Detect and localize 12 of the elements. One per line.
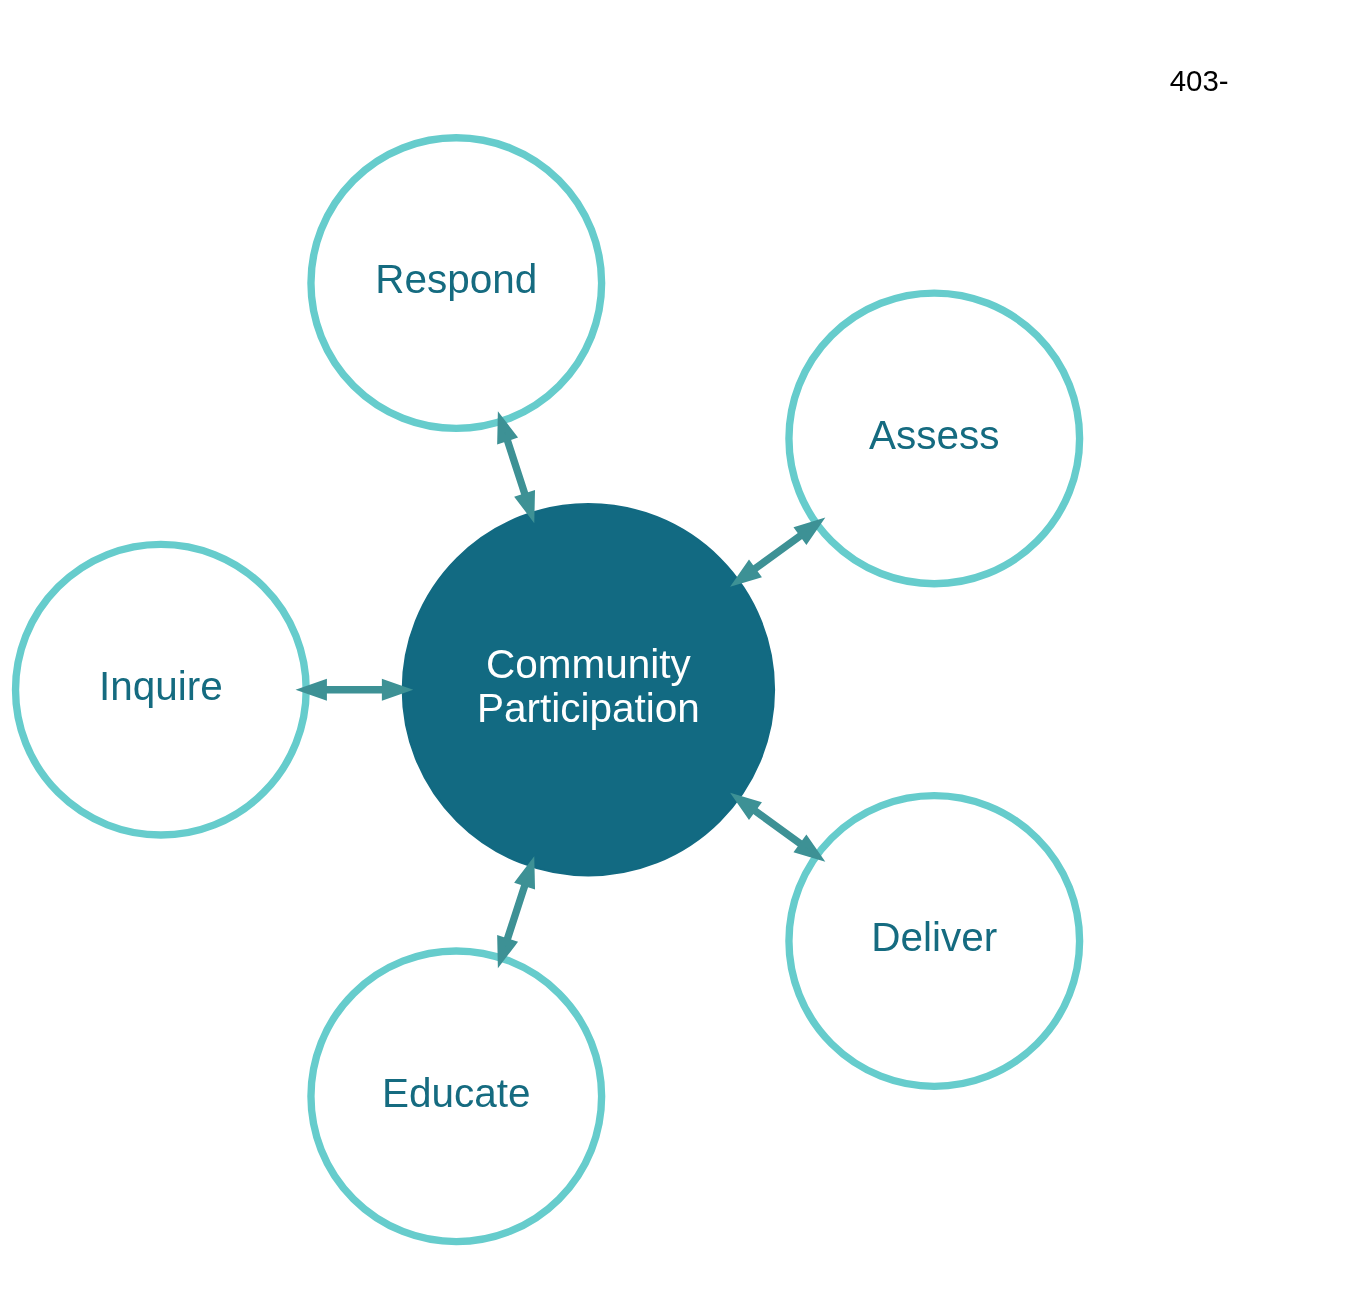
arrow (295, 678, 414, 701)
node-circle: Deliver (785, 792, 1084, 1090)
label: 403- (1169, 64, 1229, 98)
node-circle: Assess (785, 289, 1084, 588)
arrow (497, 856, 536, 969)
node-circle: Educate (307, 947, 606, 1246)
node-circle: Inquire (11, 540, 310, 839)
arrow (730, 517, 826, 587)
arrow (497, 411, 536, 524)
node-circle: Respond (307, 134, 606, 433)
arrow (730, 792, 826, 862)
node-circle: Community Participation (401, 502, 776, 877)
